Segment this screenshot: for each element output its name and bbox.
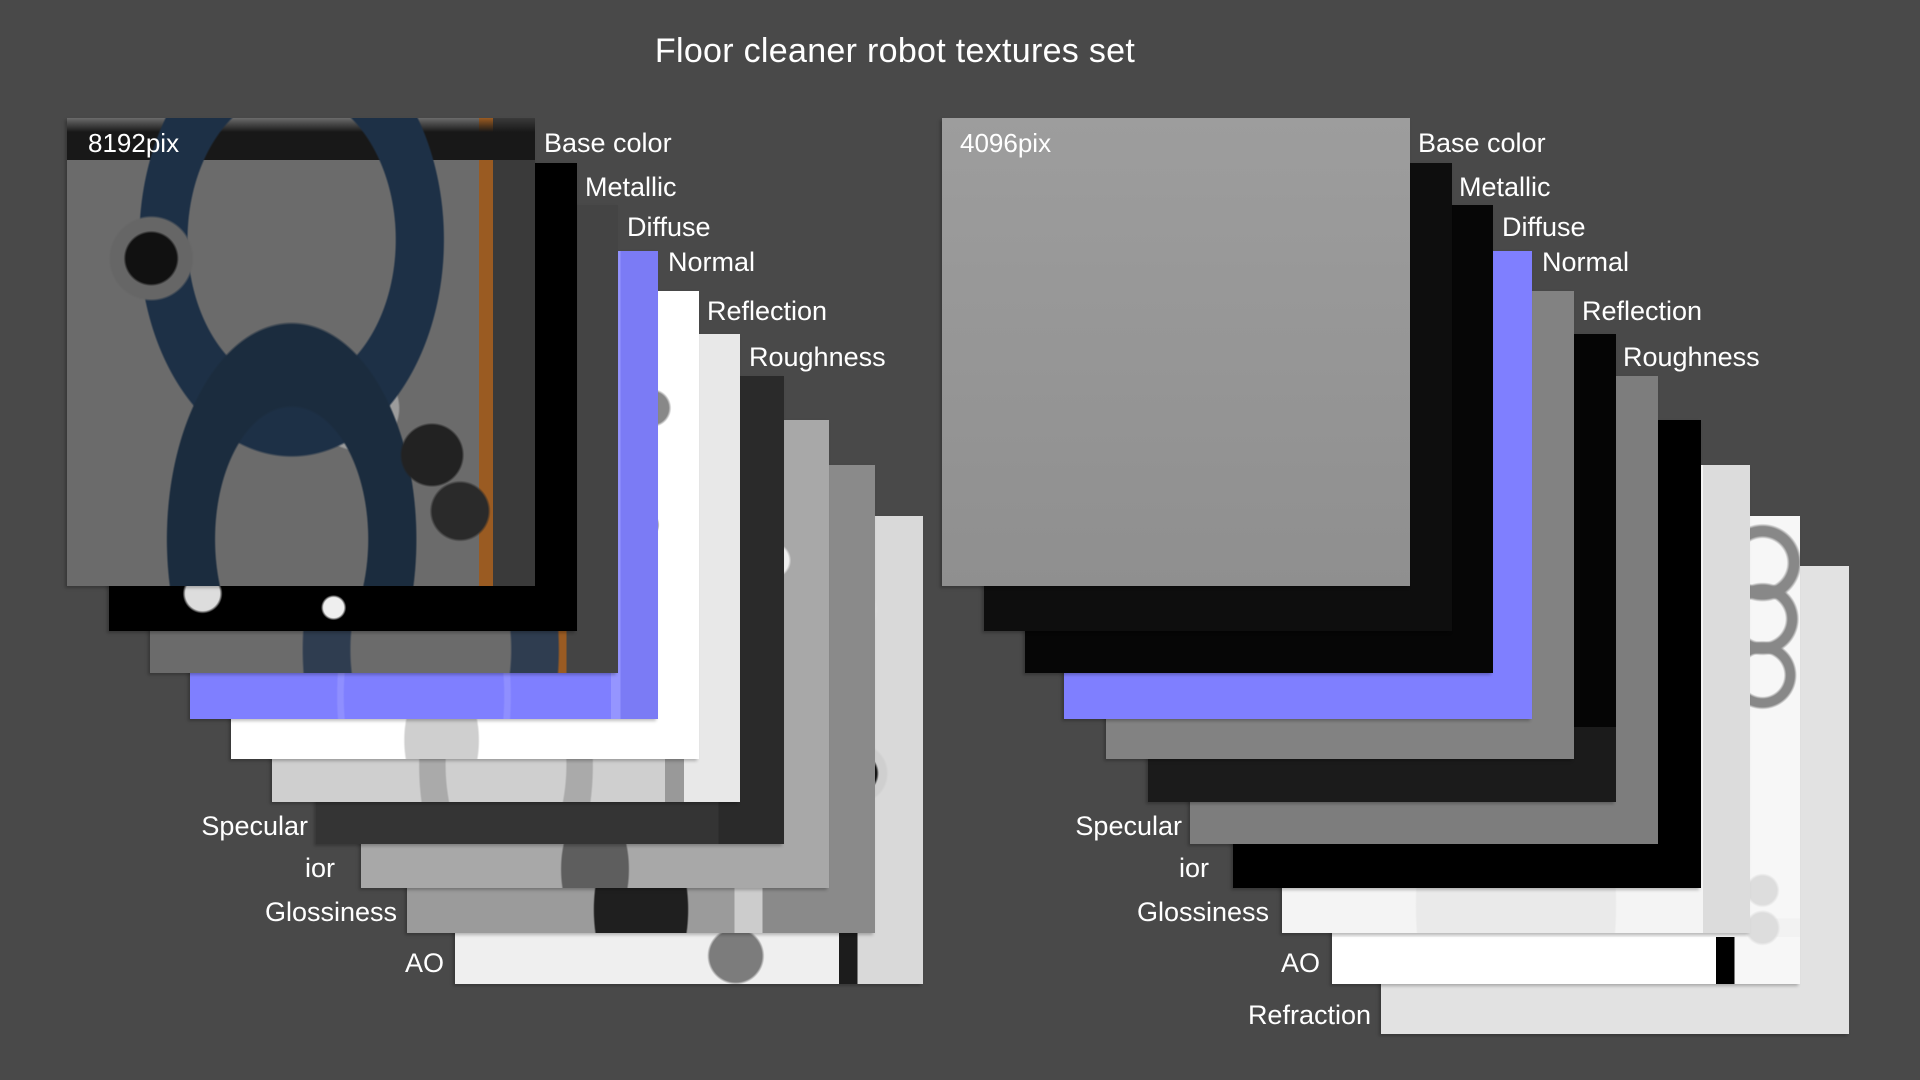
- resolution-label-4096: 4096pix: [960, 128, 1052, 158]
- resolution-label-8192: 8192pix: [88, 128, 180, 158]
- label-normal: Normal: [668, 247, 756, 277]
- base-color-flat-sheet: [942, 118, 1410, 586]
- label-metallic: Metallic: [585, 172, 677, 202]
- label-base-color-right: Base color: [1418, 128, 1546, 158]
- label-roughness-right: Roughness: [1623, 342, 1760, 372]
- label-glossiness: Glossiness: [264, 897, 397, 927]
- label-refraction-right: Refraction: [1247, 1000, 1371, 1030]
- label-metallic-right: Metallic: [1459, 172, 1551, 202]
- label-ao-right: AO: [1280, 948, 1320, 978]
- label-base-color: Base color: [544, 128, 672, 158]
- label-glossiness-right: Glossiness: [1136, 897, 1269, 927]
- page-title: Floor cleaner robot textures set: [654, 32, 1136, 70]
- label-reflection-right: Reflection: [1582, 296, 1703, 326]
- label-ior-right: ior: [1178, 853, 1209, 883]
- base-color-map-sheet: [67, 118, 535, 586]
- label-ior: ior: [304, 853, 335, 883]
- label-ao: AO: [404, 948, 444, 978]
- label-diffuse-right: Diffuse: [1502, 212, 1586, 242]
- label-specular-right: Specular: [1075, 811, 1182, 841]
- label-specular: Specular: [201, 811, 308, 841]
- label-diffuse: Diffuse: [627, 212, 711, 242]
- label-roughness: Roughness: [749, 342, 886, 372]
- label-normal-right: Normal: [1542, 247, 1630, 277]
- label-reflection: Reflection: [707, 296, 828, 326]
